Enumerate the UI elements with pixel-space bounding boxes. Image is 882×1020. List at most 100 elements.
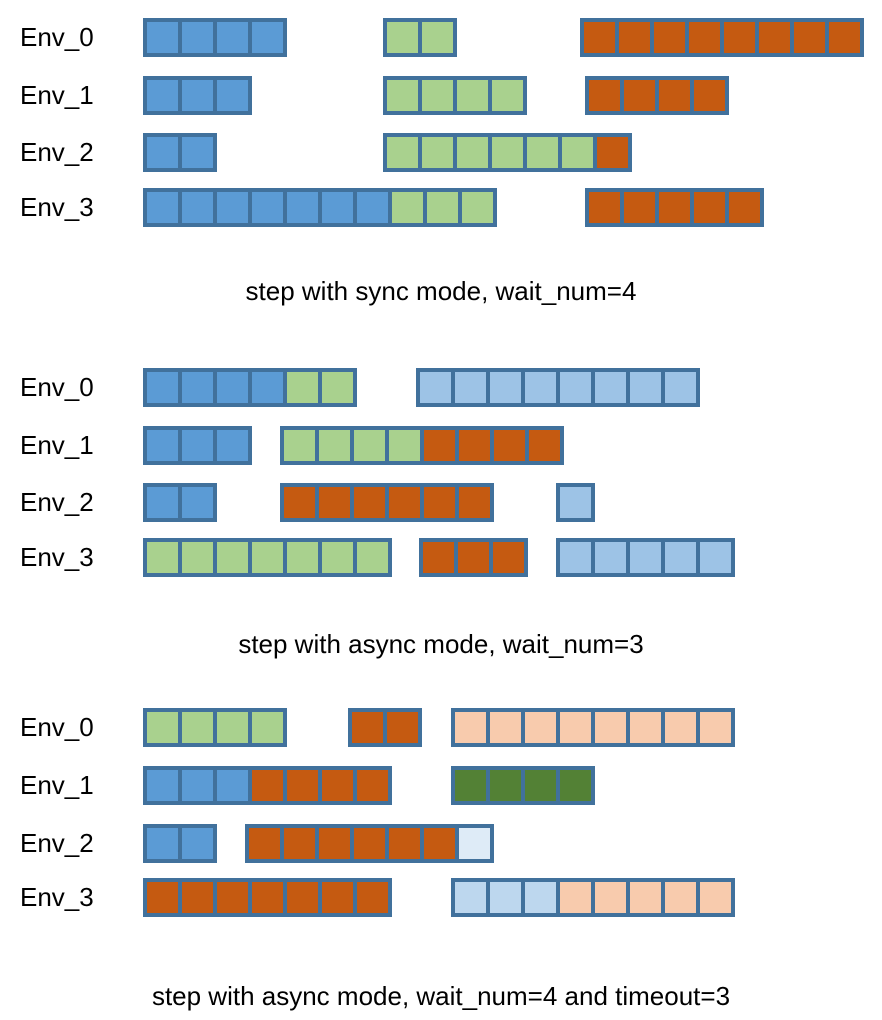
light-green-step-cell — [422, 22, 453, 53]
step-bar — [143, 766, 392, 805]
blue-step-cell — [217, 770, 248, 801]
blue-step-cell — [217, 430, 248, 461]
orange-step-cell — [529, 430, 560, 461]
light-green-step-cell — [182, 542, 213, 573]
step-bar — [143, 188, 497, 227]
panel-caption: step with sync mode, wait_num=4 — [245, 276, 637, 306]
env-label: Env_2 — [20, 137, 94, 167]
peach-step-cell — [630, 882, 661, 913]
blue-step-cell — [182, 192, 213, 223]
step-bar — [383, 76, 527, 115]
orange-step-cell — [217, 882, 248, 913]
light-blue-step-cell — [560, 372, 591, 403]
orange-step-cell — [694, 80, 725, 111]
orange-step-cell — [659, 192, 690, 223]
orange-step-cell — [654, 22, 685, 53]
light-green-step-cell — [387, 137, 418, 168]
blue-step-cell — [217, 22, 248, 53]
step-bar — [585, 188, 764, 227]
step-bar — [143, 18, 287, 57]
blue-step-cell — [182, 22, 213, 53]
peach-step-cell — [700, 712, 731, 743]
orange-step-cell — [389, 487, 420, 518]
orange-step-cell — [589, 192, 620, 223]
env-label: Env_1 — [20, 770, 94, 800]
light-green-step-cell — [287, 372, 318, 403]
light-blue-step-cell — [630, 542, 661, 573]
light-green-step-cell — [562, 137, 593, 168]
orange-step-cell — [493, 542, 524, 573]
orange-step-cell — [182, 882, 213, 913]
blue-step-cell — [182, 828, 213, 859]
step-bar — [143, 483, 217, 522]
orange-step-cell — [494, 430, 525, 461]
step-bar — [556, 538, 735, 577]
orange-step-cell — [424, 828, 455, 859]
orange-step-cell — [794, 22, 825, 53]
light-green-step-cell — [217, 542, 248, 573]
env-label: Env_0 — [20, 372, 94, 402]
pale-blue-step-cell — [490, 882, 521, 913]
orange-step-cell — [584, 22, 615, 53]
light-green-step-cell — [462, 192, 493, 223]
orange-step-cell — [624, 192, 655, 223]
blue-step-cell — [147, 80, 178, 111]
light-green-step-cell — [322, 542, 353, 573]
orange-step-cell — [759, 22, 790, 53]
light-green-step-cell — [387, 80, 418, 111]
dark-green-step-cell — [560, 770, 591, 801]
step-bar — [419, 538, 528, 577]
light-green-step-cell — [287, 542, 318, 573]
orange-step-cell — [659, 80, 690, 111]
orange-step-cell — [357, 882, 388, 913]
peach-step-cell — [490, 712, 521, 743]
light-green-step-cell — [147, 542, 178, 573]
blue-step-cell — [217, 80, 248, 111]
orange-step-cell — [252, 882, 283, 913]
light-blue-step-cell — [455, 372, 486, 403]
orange-step-cell — [729, 192, 760, 223]
orange-step-cell — [459, 487, 490, 518]
orange-step-cell — [619, 22, 650, 53]
light-green-step-cell — [322, 372, 353, 403]
orange-step-cell — [424, 430, 455, 461]
env-label: Env_0 — [20, 712, 94, 742]
light-green-step-cell — [422, 137, 453, 168]
light-green-step-cell — [389, 430, 420, 461]
blue-step-cell — [182, 430, 213, 461]
orange-step-cell — [319, 828, 350, 859]
step-bar — [416, 368, 700, 407]
blue-step-cell — [147, 372, 178, 403]
orange-step-cell — [287, 770, 318, 801]
orange-step-cell — [589, 80, 620, 111]
orange-step-cell — [357, 770, 388, 801]
blue-step-cell — [182, 80, 213, 111]
light-green-step-cell — [387, 22, 418, 53]
light-blue-step-cell — [490, 372, 521, 403]
blue-step-cell — [147, 487, 178, 518]
light-green-step-cell — [357, 542, 388, 573]
orange-step-cell — [322, 882, 353, 913]
step-bar — [143, 368, 357, 407]
blue-step-cell — [182, 487, 213, 518]
dark-green-step-cell — [455, 770, 486, 801]
orange-step-cell — [387, 712, 418, 743]
orange-step-cell — [459, 430, 490, 461]
peach-step-cell — [560, 882, 591, 913]
peach-step-cell — [665, 882, 696, 913]
orange-step-cell — [724, 22, 755, 53]
light-green-step-cell — [182, 712, 213, 743]
orange-step-cell — [689, 22, 720, 53]
blue-step-cell — [147, 770, 178, 801]
env-label: Env_2 — [20, 828, 94, 858]
orange-step-cell — [287, 882, 318, 913]
light-green-step-cell — [492, 137, 523, 168]
blue-step-cell — [217, 192, 248, 223]
dark-green-step-cell — [490, 770, 521, 801]
env-label: Env_0 — [20, 22, 94, 52]
panel-caption: step with async mode, wait_num=3 — [238, 629, 644, 659]
step-bar — [556, 483, 595, 522]
orange-step-cell — [424, 487, 455, 518]
step-bar — [143, 538, 392, 577]
light-blue-step-cell — [560, 487, 591, 518]
